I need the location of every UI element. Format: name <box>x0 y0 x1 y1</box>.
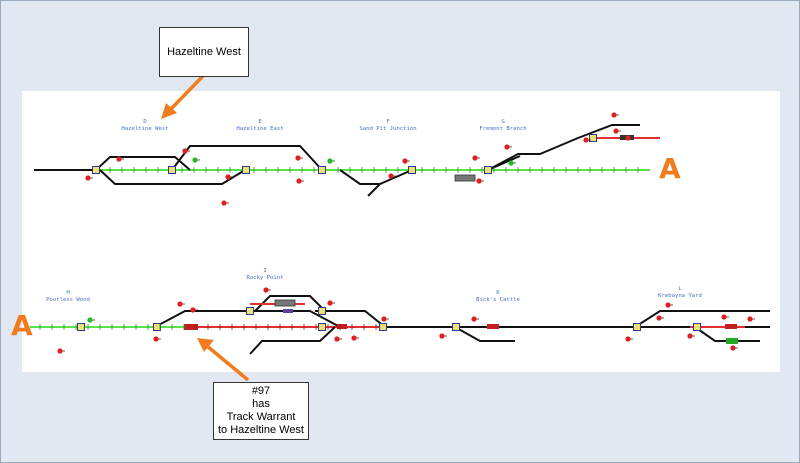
signal-head[interactable] <box>295 155 301 161</box>
signal-head[interactable] <box>351 335 357 341</box>
signal-head[interactable] <box>296 178 302 184</box>
station-code: H <box>66 290 69 296</box>
signal-head[interactable] <box>687 333 693 339</box>
signal-head[interactable] <box>381 316 387 322</box>
block-marker[interactable] <box>633 323 641 331</box>
callout-track-warrant: #97 has Track Warrant to Hazeltine West <box>213 382 309 440</box>
block-marker[interactable] <box>693 323 701 331</box>
station-name: Krebayna Yard <box>658 293 702 299</box>
signal-head[interactable] <box>472 155 478 161</box>
signal-head[interactable] <box>721 314 727 320</box>
signal-head[interactable] <box>730 345 736 351</box>
signal-head[interactable] <box>327 158 333 164</box>
signal-head[interactable] <box>508 160 514 166</box>
signal-head[interactable] <box>747 316 753 322</box>
signal-head[interactable] <box>327 300 333 306</box>
station-name: Rocky Point <box>246 275 283 281</box>
signal-head[interactable] <box>583 137 589 143</box>
signal-head[interactable] <box>665 302 671 308</box>
block-marker[interactable] <box>168 166 176 174</box>
callout-line: has <box>252 398 270 410</box>
station-code: L <box>678 286 682 292</box>
block-marker[interactable] <box>379 323 387 331</box>
station-code: D <box>143 119 147 125</box>
block-markers <box>77 134 701 331</box>
station-name: Fremont Branch <box>479 126 526 132</box>
signal-head[interactable] <box>471 316 477 322</box>
block-marker[interactable] <box>318 307 326 315</box>
station-name: Sand Pit Junction <box>359 126 416 132</box>
section-marker-bottom: A <box>11 309 33 342</box>
signal-head[interactable] <box>334 336 340 342</box>
signal-head[interactable] <box>625 135 631 141</box>
block-marker[interactable] <box>77 323 85 331</box>
signal-head[interactable] <box>221 200 227 206</box>
station-code: F <box>386 119 390 125</box>
signal-head[interactable] <box>182 148 188 154</box>
signal-head[interactable] <box>611 112 617 118</box>
block-marker[interactable] <box>242 166 250 174</box>
signal-head[interactable] <box>439 333 445 339</box>
signals <box>57 112 755 354</box>
signal-head[interactable] <box>116 156 122 162</box>
block-marker[interactable] <box>246 307 254 315</box>
station-name: Hazeltine East <box>236 126 283 132</box>
signal-head[interactable] <box>177 301 183 307</box>
signal-head[interactable] <box>225 174 231 180</box>
block-marker[interactable] <box>318 166 326 174</box>
signal-head[interactable] <box>57 348 63 354</box>
station-code: I <box>263 268 266 274</box>
station-name: Hazeltine West <box>121 126 168 132</box>
callout-line: to Hazeltine West <box>217 424 304 436</box>
block-marker[interactable] <box>92 166 100 174</box>
section-marker-top: A <box>659 152 681 185</box>
station-code: G <box>501 119 505 125</box>
block-marker[interactable] <box>408 166 416 174</box>
trains-bottom <box>184 299 738 344</box>
callout-arrow-bottom <box>197 338 250 382</box>
signal-head[interactable] <box>85 175 91 181</box>
callout-hazeltine-west: Hazeltine West <box>159 27 249 77</box>
direction-ticks <box>39 167 639 330</box>
callout-line: #97 <box>251 385 271 397</box>
signal-head[interactable] <box>190 307 196 313</box>
callout-arrow-top <box>161 74 205 119</box>
signal-head[interactable] <box>263 287 269 293</box>
signal-head[interactable] <box>87 317 93 323</box>
block-marker[interactable] <box>484 166 492 174</box>
signal-head[interactable] <box>504 144 510 150</box>
block-marker[interactable] <box>589 134 597 142</box>
station-name: Bick's Cattle <box>476 297 520 303</box>
track-main-bottom <box>30 295 770 355</box>
signal-head[interactable] <box>402 158 408 164</box>
signal-head[interactable] <box>625 336 631 342</box>
signal-head[interactable] <box>153 336 159 342</box>
block-marker[interactable] <box>318 323 326 331</box>
signal-head[interactable] <box>476 178 482 184</box>
signal-head[interactable] <box>192 157 198 163</box>
signal-head[interactable] <box>613 128 619 134</box>
station-name: Pootless Wood <box>46 297 90 303</box>
train-top <box>454 135 634 182</box>
block-marker[interactable] <box>452 323 460 331</box>
callout-line: Track Warrant <box>226 411 296 423</box>
station-code: K <box>496 290 500 296</box>
track-main-top <box>34 124 660 197</box>
station-code: E <box>258 119 262 125</box>
signal-head[interactable] <box>656 315 662 321</box>
signal-head[interactable] <box>388 173 394 179</box>
block-marker[interactable] <box>153 323 161 331</box>
